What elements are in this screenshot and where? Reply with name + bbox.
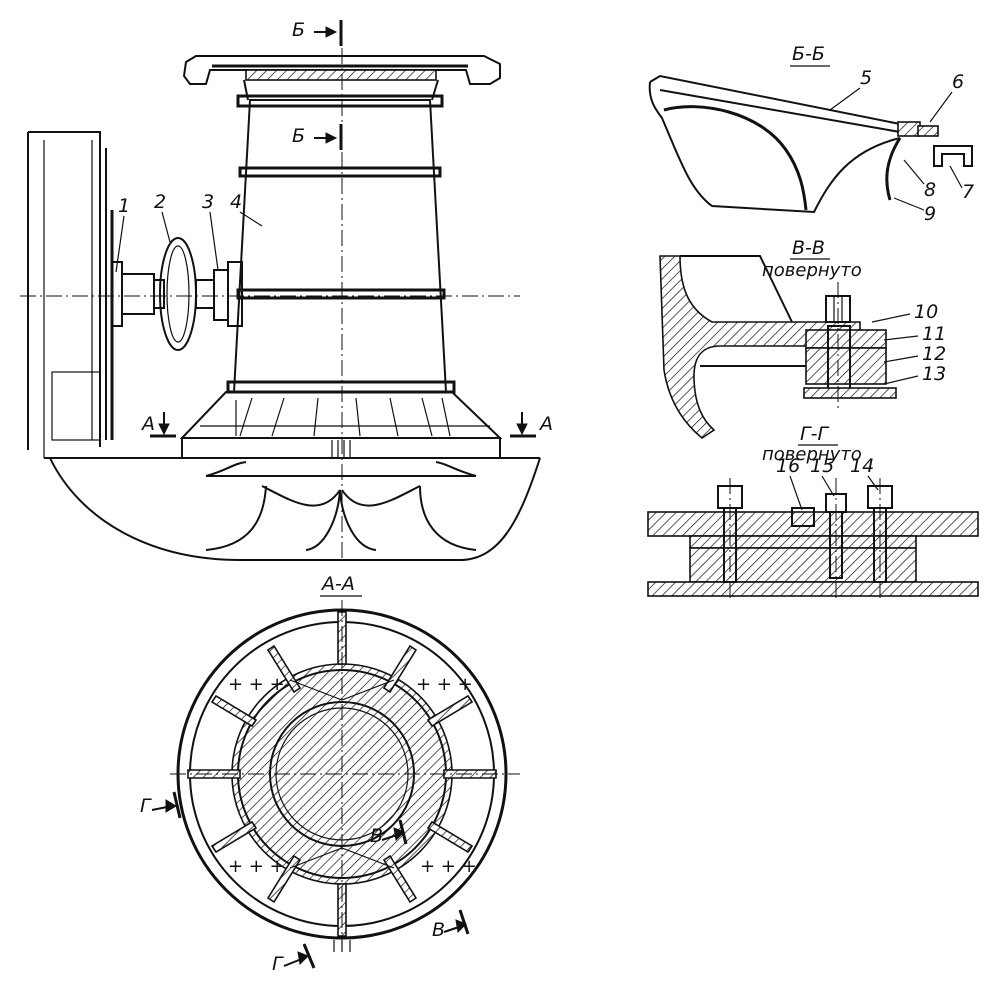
section-aa-cut-mark-left: А [140, 412, 176, 438]
callout-13: 13 [883, 363, 946, 385]
svg-text:13: 13 [922, 363, 946, 385]
section-bb-cut-mark-mid: Б [292, 124, 343, 150]
section-bb-view: Б-Б 5 6 7 8 9 [648, 43, 974, 225]
svg-text:3: 3 [202, 191, 214, 213]
section-bb-cut-mark-top: Б [292, 19, 343, 46]
section-aa-view: А-А + + + + + + + + + + + [140, 573, 520, 975]
svg-text:12: 12 [922, 343, 946, 365]
radial-ribs [187, 611, 497, 937]
shaft-coupling-assembly [111, 237, 243, 351]
section-vv-note: повернуто [762, 260, 862, 281]
svg-text:16: 16 [776, 455, 800, 477]
svg-text:14: 14 [850, 455, 874, 477]
svg-text:Б: Б [292, 125, 305, 147]
svg-text:А: А [140, 413, 155, 435]
svg-text:6: 6 [952, 71, 964, 93]
nozzle-blades [205, 461, 477, 551]
svg-text:11: 11 [922, 323, 946, 345]
svg-text:В: В [370, 825, 383, 847]
section-vv-cut-mark-outer: В [432, 909, 470, 941]
callout-15: 15 [810, 455, 835, 497]
bulkhead-wall [27, 131, 114, 458]
svg-text:А: А [538, 413, 553, 435]
section-bb-title: Б-Б [792, 43, 825, 65]
svg-text:+ + +: + + + [228, 674, 285, 695]
callout-7: 7 [949, 165, 974, 203]
callout-6: 6 [929, 71, 964, 123]
column-base [179, 391, 503, 459]
section-gg-view: Г-Г повернуто 14 15 16 [647, 423, 979, 598]
svg-text:7: 7 [962, 181, 974, 203]
top-cap [182, 55, 501, 101]
callout-4: 4 [230, 191, 263, 227]
callout-14: 14 [850, 455, 879, 491]
section-aa-title: А-А [320, 573, 355, 595]
svg-text:2: 2 [154, 191, 166, 213]
svg-text:9: 9 [924, 203, 936, 225]
svg-text:Б: Б [292, 19, 305, 41]
callout-3: 3 [202, 191, 219, 271]
svg-text:Г: Г [140, 795, 152, 817]
svg-text:Г: Г [272, 953, 284, 975]
svg-text:4: 4 [230, 191, 242, 213]
callout-10: 10 [871, 301, 938, 323]
svg-text:8: 8 [924, 179, 936, 201]
callout-9: 9 [893, 197, 936, 225]
main-side-view: Б Б А А 1 2 [20, 19, 553, 561]
section-vv-title: В-В [792, 237, 825, 259]
section-gg-cut-mark-bottom: Г [272, 943, 316, 975]
svg-text:+ + +: + + + [228, 856, 285, 877]
section-gg-cut-mark-left: Г [140, 791, 182, 819]
svg-text:1: 1 [118, 195, 130, 217]
callout-5: 5 [829, 67, 872, 111]
section-vv-cut-mark-inner: В [370, 819, 408, 847]
callout-12: 12 [883, 343, 946, 365]
section-aa-cut-mark-right: А [510, 412, 553, 438]
section-vv-view: В-В повернуто 10 11 12 13 [659, 237, 946, 439]
bolt-markers: + + + + + + + + + + + + [228, 674, 477, 877]
svg-text:10: 10 [914, 301, 938, 323]
callout-16: 16 [776, 455, 803, 511]
svg-text:15: 15 [810, 455, 834, 477]
svg-text:5: 5 [860, 67, 872, 89]
callout-2: 2 [154, 191, 171, 243]
callout-11: 11 [883, 323, 946, 345]
svg-text:В: В [432, 919, 445, 941]
callout-1: 1 [115, 195, 130, 273]
svg-text:+ + +: + + + [416, 674, 473, 695]
svg-text:+ + +: + + + [420, 856, 477, 877]
section-gg-note: повернуто [762, 444, 862, 465]
callout-8: 8 [903, 159, 936, 201]
section-gg-title: Г-Г [800, 423, 829, 445]
